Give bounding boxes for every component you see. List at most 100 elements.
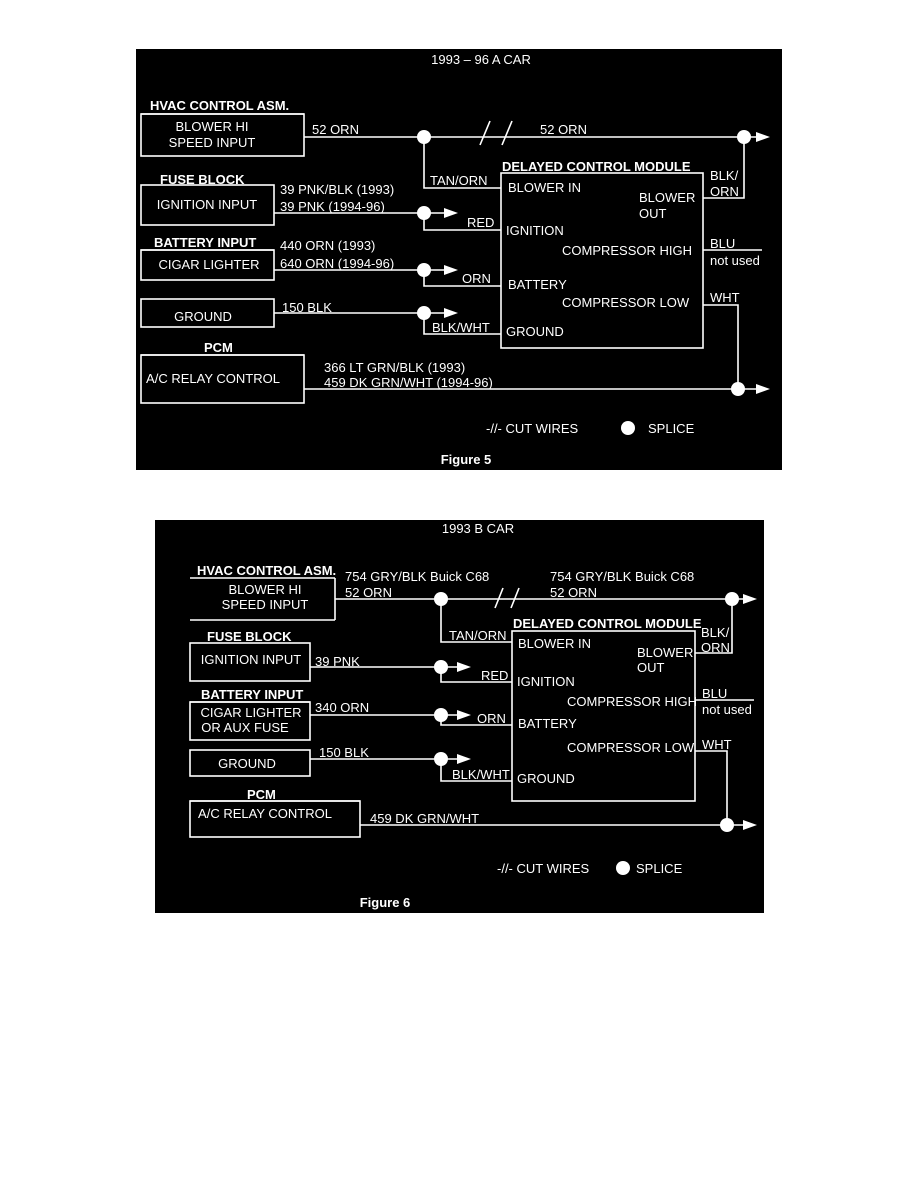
fig6-comp-low: COMPRESSOR LOW bbox=[567, 740, 695, 755]
fig6-ground-box-label: GROUND bbox=[218, 756, 276, 771]
fig6-tan-orn-wire bbox=[440, 599, 512, 643]
fig5-caption: Figure 5 bbox=[441, 452, 492, 467]
fig6-ignition-input-box bbox=[189, 642, 311, 682]
fig6-dcm-header: DELAYED CONTROL MODULE bbox=[513, 616, 702, 631]
fig5-wire-440: 440 ORN (1993) bbox=[280, 238, 375, 253]
fig6-legend-cut: -//- CUT WIRES bbox=[497, 861, 590, 876]
fig6-blk-wht-wire bbox=[440, 759, 512, 782]
fig5-pcm-header: PCM bbox=[204, 340, 233, 355]
fig5-dcm-box bbox=[500, 172, 704, 349]
fig5-arrow-ground bbox=[444, 308, 458, 318]
fig6-ac-relay-box bbox=[189, 800, 361, 838]
fig5-blower-out-wire bbox=[703, 137, 745, 199]
fig6-orn: ORN bbox=[477, 711, 506, 726]
fig6-cigar-line2: OR AUX FUSE bbox=[201, 720, 289, 735]
fig5-cigar-lighter: CIGAR LIGHTER bbox=[158, 257, 259, 272]
fig6-wire-150: 150 BLK bbox=[319, 745, 369, 760]
fig5-blk-orn-line1: BLK/ bbox=[710, 168, 739, 183]
fig5-orn: ORN bbox=[462, 271, 491, 286]
fig6-fuse-header: FUSE BLOCK bbox=[207, 629, 292, 644]
fig5-ground-box-label: GROUND bbox=[174, 309, 232, 324]
fig5-wht: WHT bbox=[710, 290, 740, 305]
fig6-cut-mark-2 bbox=[510, 587, 520, 609]
fig5-blower-in: BLOWER IN bbox=[508, 180, 581, 195]
fig5-ac-relay: A/C RELAY CONTROL bbox=[146, 371, 280, 386]
fig6-arrow-ignition bbox=[457, 662, 471, 672]
fig6-cigar-box bbox=[189, 701, 311, 741]
fig5-ignition: IGNITION bbox=[506, 223, 564, 238]
fig6-blower-in: BLOWER IN bbox=[518, 636, 591, 651]
fig5-wire-459: 459 DK GRN/WHT (1994-96) bbox=[324, 375, 493, 390]
fig5-red: RED bbox=[467, 215, 494, 230]
fig6-wire-52-left: 52 ORN bbox=[345, 585, 392, 600]
fig6-arrow-battery bbox=[457, 710, 471, 720]
fig6-battery: BATTERY bbox=[518, 716, 577, 731]
fig5-wht-wire bbox=[703, 304, 739, 389]
fig6-hvac-header: HVAC CONTROL ASM. bbox=[197, 563, 336, 578]
fig6-wire-340: 340 ORN bbox=[315, 700, 369, 715]
fig6-blk-orn-line2: ORN bbox=[701, 640, 730, 655]
fig5-arrow-ac bbox=[756, 384, 770, 394]
fig6-blu: BLU bbox=[702, 686, 727, 701]
fig5-title: 1993 – 96 A CAR bbox=[431, 52, 531, 67]
figure-6-panel: 1993 B CAR HVAC CONTROL ASM. BLOWER HI S… bbox=[155, 520, 764, 913]
fig5-ground: GROUND bbox=[506, 324, 564, 339]
fig5-battery-header: BATTERY INPUT bbox=[154, 235, 256, 250]
fig6-cigar-line1: CIGAR LIGHTER bbox=[200, 705, 301, 720]
fig5-cut-mark-1 bbox=[479, 120, 491, 146]
fig6-wht: WHT bbox=[702, 737, 732, 752]
fig5-wire-366: 366 LT GRN/BLK (1993) bbox=[324, 360, 465, 375]
fig5-arrow-blower bbox=[756, 132, 770, 142]
fig5-not-used: not used bbox=[710, 253, 760, 268]
fig5-arrow-battery bbox=[444, 265, 458, 275]
fig5-arrow-ignition bbox=[444, 208, 458, 218]
fig5-blk-orn-line2: ORN bbox=[710, 184, 739, 199]
fig6-legend-splice: SPLICE bbox=[636, 861, 683, 876]
fig6-battery-header: BATTERY INPUT bbox=[201, 687, 303, 702]
fig5-fuse-header: FUSE BLOCK bbox=[160, 172, 245, 187]
fig5-tan-orn: TAN/ORN bbox=[430, 173, 488, 188]
fig5-ac-relay-box bbox=[140, 354, 305, 404]
fig5-legend-splice: SPLICE bbox=[648, 421, 695, 436]
fig5-blk-wht-wire bbox=[423, 313, 501, 335]
fig5-wire-150: 150 BLK bbox=[282, 300, 332, 315]
fig5-splice-ac bbox=[731, 382, 745, 396]
fig6-orn-wire bbox=[440, 715, 512, 726]
fig5-blower-out-line1: BLOWER bbox=[639, 190, 695, 205]
fig6-blk-wht: BLK/WHT bbox=[452, 767, 510, 782]
fig6-ground: GROUND bbox=[517, 771, 575, 786]
fig5-cigar-box bbox=[140, 249, 275, 281]
fig5-wire-640: 640 ORN (1994-96) bbox=[280, 256, 394, 271]
fig5-ignition-input-box bbox=[140, 184, 275, 226]
fig6-pcm-header: PCM bbox=[247, 787, 276, 802]
fig5-cut-mark-2 bbox=[501, 120, 513, 146]
figure-5-panel: 1993 – 96 A CAR HVAC CONTROL ASM. BLOWER… bbox=[136, 49, 782, 470]
fig5-dcm-header: DELAYED CONTROL MODULE bbox=[502, 159, 691, 174]
fig6-wire-459: 459 DK GRN/WHT bbox=[370, 811, 479, 826]
fig5-hvac-header: HVAC CONTROL ASM. bbox=[150, 98, 289, 113]
fig5-ignition-input: IGNITION INPUT bbox=[157, 197, 257, 212]
fig6-blower-hi-line2: SPEED INPUT bbox=[222, 597, 309, 612]
fig6-arrow-ac bbox=[743, 820, 757, 830]
fig5-legend-splice-dot bbox=[621, 421, 635, 435]
fig5-wire-39b: 39 PNK (1994-96) bbox=[280, 199, 385, 214]
fig5-blower-out-line2: OUT bbox=[639, 206, 667, 221]
fig5-blk-wht: BLK/WHT bbox=[432, 320, 490, 335]
figure-6-diagram: 1993 B CAR HVAC CONTROL ASM. BLOWER HI S… bbox=[189, 521, 757, 910]
fig5-battery: BATTERY bbox=[508, 277, 567, 292]
fig6-arrow-ground bbox=[457, 754, 471, 764]
fig6-red: RED bbox=[481, 668, 508, 683]
fig6-red-wire bbox=[440, 667, 512, 683]
fig5-legend-cut: -//- CUT WIRES bbox=[486, 421, 579, 436]
figure-5-diagram: 1993 – 96 A CAR HVAC CONTROL ASM. BLOWER… bbox=[140, 52, 770, 467]
fig6-comp-high: COMPRESSOR HIGH bbox=[567, 694, 697, 709]
fig6-not-used: not used bbox=[702, 702, 752, 717]
fig6-ac-relay: A/C RELAY CONTROL bbox=[198, 806, 332, 821]
fig5-blower-hi-line2: SPEED INPUT bbox=[169, 135, 256, 150]
fig6-cut-mark-1 bbox=[494, 587, 504, 609]
fig5-comp-high: COMPRESSOR HIGH bbox=[562, 243, 692, 258]
fig6-arrow-blower bbox=[743, 594, 757, 604]
fig5-blower-hi-line1: BLOWER HI bbox=[176, 119, 249, 134]
fig6-wire-754-right: 754 GRY/BLK Buick C68 bbox=[550, 569, 694, 584]
fig5-wire-52-left: 52 ORN bbox=[312, 122, 359, 137]
